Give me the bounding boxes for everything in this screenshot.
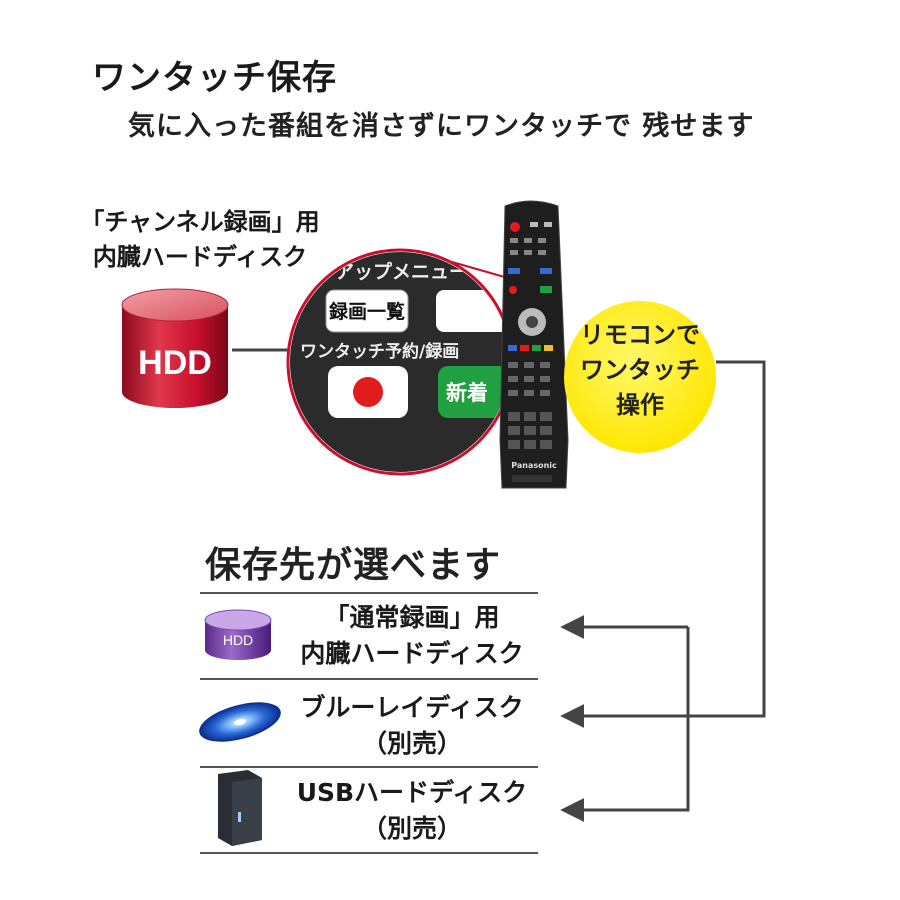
- hdd-icon-text: HDD: [138, 344, 212, 382]
- destination-line2: （別売）: [361, 729, 462, 759]
- page-subtitle: 気に入った番組を消さずにワンタッチで 残せます: [128, 111, 755, 142]
- destination-line1: 「通常録画」用: [324, 603, 500, 632]
- remote-caption-line1: リモコンで: [580, 321, 700, 349]
- remote-caption: リモコンで ワンタッチ 操作: [560, 318, 720, 422]
- destination-line2: 内臓ハードディスク: [300, 639, 524, 669]
- destinations-heading: 保存先が選べます: [205, 545, 502, 586]
- divider: [200, 766, 538, 768]
- remote-caption-bubble: [564, 301, 716, 453]
- hdd-source-label-line2: 内臓ハードディスク: [92, 242, 308, 271]
- destination-item: 「通常録画」用 内臓ハードディスク: [262, 600, 562, 673]
- destination-line1: USBハードディスク: [296, 778, 528, 807]
- remote-caption-line2: ワンタッチ: [580, 355, 700, 384]
- hdd-source-label-line1: 「チャンネル録画」用: [80, 208, 320, 236]
- remote-control: Panasonic: [499, 200, 569, 489]
- divider: [200, 852, 538, 854]
- zoom-record-label: ワンタッチ予約/録画: [300, 341, 459, 362]
- hdd-source-label: 「チャンネル録画」用 内臓ハードディスク: [70, 205, 330, 275]
- hdd-cylinder-icon: HDD: [121, 288, 229, 408]
- zoom-magnifier: アップメニュー 録画一覧 ワンタッチ予約/録画 新着: [286, 248, 514, 476]
- zoom-list-button: 録画一覧: [329, 300, 405, 323]
- divider: [200, 678, 538, 680]
- remote-caption-line3: 操作: [616, 390, 664, 419]
- divider: [200, 592, 538, 594]
- usb-hdd-icon: [218, 770, 262, 846]
- page-title: ワンタッチ保存: [92, 58, 337, 98]
- bluray-disc-icon: [199, 702, 281, 742]
- destination-item: USBハードディスク （別売）: [262, 775, 562, 848]
- zoom-new-button: 新着: [446, 381, 488, 405]
- destination-line2: （別売）: [361, 814, 462, 844]
- zoom-menu-text: アップメニュー: [335, 260, 468, 283]
- hdd-purple-icon-text: HDD: [223, 632, 253, 648]
- remote-brand: Panasonic: [511, 461, 557, 470]
- destination-item: ブルーレイディスク （別売）: [262, 690, 562, 763]
- destination-line1: ブルーレイディスク: [300, 693, 524, 722]
- hdd-purple-icon: HDD: [204, 609, 272, 660]
